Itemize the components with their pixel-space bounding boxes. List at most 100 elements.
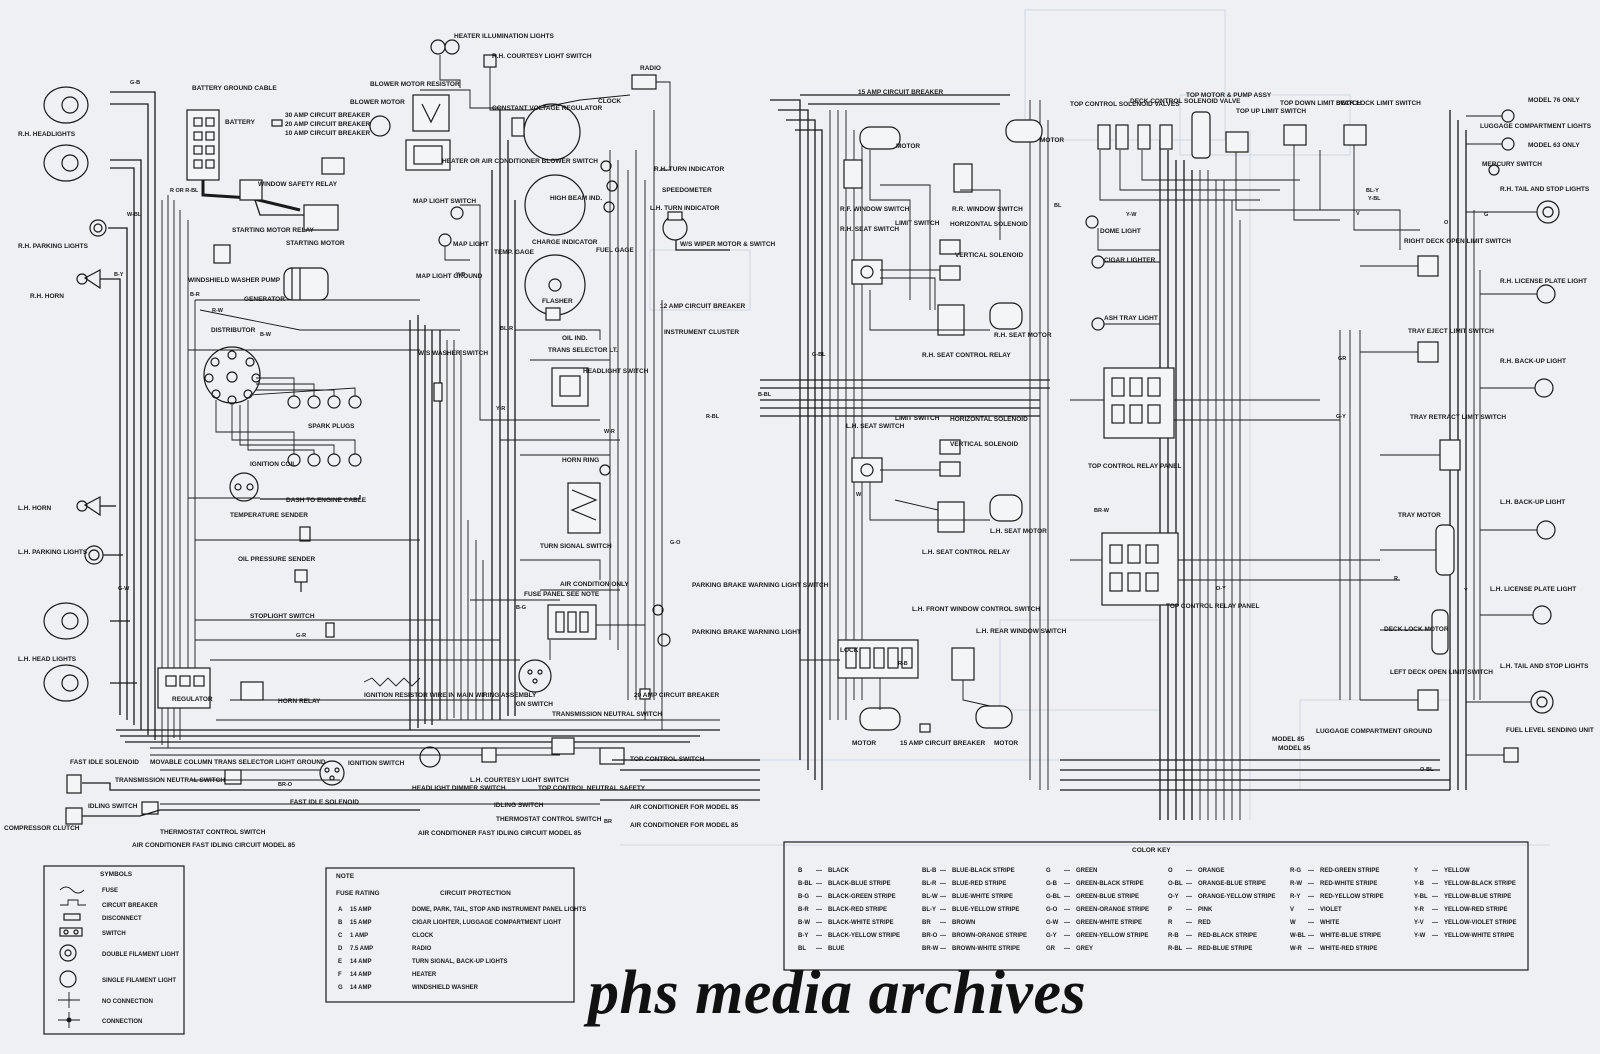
lh-horiz-solenoid-icon: [939, 439, 961, 455]
color-dash: —: [816, 946, 822, 952]
label-top-relay-panel2: TOP CONTROL RELAY PANEL: [1166, 603, 1259, 610]
label-cb30: 30 AMP CIRCUIT BREAKER: [285, 112, 371, 119]
window-safety-relay-icon: [321, 157, 345, 175]
model63-lamp-icon: [1501, 137, 1515, 151]
color-name: BLUE-RED STRIPE: [952, 881, 1006, 887]
label-trans-neutral-switch: TRANSMISSION NEUTRAL SWITCH: [115, 777, 225, 784]
color-name: WHITE: [1320, 920, 1339, 926]
wire-code: R-B: [898, 661, 908, 667]
symbols-title: SYMBOLS: [100, 871, 133, 878]
label-dome-light: DOME LIGHT: [1100, 228, 1141, 235]
color-code: O: [1168, 868, 1173, 874]
color-code: B-W: [798, 920, 810, 926]
fuse-circuit: CLOCK: [412, 933, 434, 939]
wire-code: B-BL: [758, 392, 772, 398]
color-dash: —: [1432, 907, 1438, 913]
label-headlight-switch: HEADLIGHT SWITCH: [583, 368, 649, 375]
color-dash: —: [1064, 920, 1070, 926]
lh-front-window-switch-icon: [837, 639, 919, 679]
label-map-light-ground: MAP LIGHT GROUND: [416, 273, 483, 280]
fuse-circuit: WINDSHIELD WASHER: [412, 985, 479, 991]
background-ghost-lines: [610, 9, 1550, 846]
model76-lamp-icon: [1501, 109, 1515, 123]
label-generator: GENERATOR: [244, 296, 285, 303]
color-code: W: [1290, 920, 1296, 926]
left-harness: [43, 86, 720, 825]
color-name: YELLOW: [1444, 868, 1470, 874]
label-motor1: MOTOR: [896, 143, 920, 150]
color-name: RED-BLUE STRIPE: [1198, 946, 1252, 952]
label-horiz-solenoid1: HORIZONTAL SOLENOID: [950, 221, 1028, 228]
rh-license-icon: [1536, 284, 1556, 304]
lh-license-icon: [1532, 605, 1552, 625]
label-heater-ac-blower: HEATER OR AIR CONDITIONER BLOWER SWITCH: [442, 158, 598, 165]
color-dash: —: [940, 881, 946, 887]
regulator-icon: [157, 667, 211, 709]
label-rf-window: R.F. WINDOW SWITCH: [840, 206, 910, 213]
color-name: BROWN-WHITE STRIPE: [952, 946, 1020, 952]
label-model63: MODEL 63 ONLY: [1528, 142, 1580, 149]
label-left-deck-open: LEFT DECK OPEN LIMIT SWITCH: [1390, 669, 1493, 676]
color-code: G: [1046, 868, 1051, 874]
deck-lock-limit-icon: [1343, 124, 1367, 146]
tray-retract-icon: [1439, 439, 1461, 471]
color-key-title: COLOR KEY: [1132, 847, 1171, 854]
color-code: Y-B: [1414, 881, 1425, 887]
color-dash: —: [1186, 881, 1192, 887]
fuse-rating: 14 AMP: [350, 959, 371, 965]
generator-icon: [283, 267, 329, 301]
wire-code: R OR R-BL: [170, 188, 199, 194]
oil-sender-icon: [294, 569, 308, 592]
color-code: Y-V: [1414, 920, 1424, 926]
color-code: G-B: [1046, 881, 1058, 887]
label-spark-plugs: SPARK PLUGS: [308, 423, 355, 430]
color-dash: —: [816, 868, 822, 874]
top-relay-panel1-icon: [1103, 367, 1175, 439]
color-name: YELLOW-BLUE STRIPE: [1444, 894, 1511, 900]
fuse-id: E: [338, 959, 342, 965]
color-name: BLUE: [828, 946, 844, 952]
color-name: RED-BLACK STRIPE: [1198, 933, 1257, 939]
label-lh-parking: L.H. PARKING LIGHTS: [18, 549, 88, 556]
cb20-icon: [639, 688, 651, 700]
label-lh-horn: L.H. HORN: [18, 505, 52, 512]
label-lh-front-window: L.H. FRONT WINDOW CONTROL SWITCH: [912, 606, 1040, 613]
color-code: O-Y: [1168, 894, 1179, 900]
color-code: BL-Y: [922, 907, 936, 913]
color-dash: —: [940, 868, 946, 874]
color-name: BLACK: [828, 868, 850, 874]
color-code: V: [1290, 907, 1294, 913]
rh-vert-solenoid-icon: [939, 265, 961, 281]
color-dash: —: [1186, 907, 1192, 913]
ash-tray-icon: [1091, 317, 1105, 331]
note-col2: CIRCUIT PROTECTION: [440, 890, 511, 897]
fuse-id: G: [338, 985, 343, 991]
rh-headlight-icon: [43, 86, 89, 182]
label-trans-neutral-c: TRANSMISSION NEUTRAL SWITCH: [552, 711, 662, 718]
color-dash: —: [1186, 920, 1192, 926]
wire-code: O: [1444, 220, 1449, 226]
color-code: R-W: [1290, 881, 1302, 887]
wire-code: Y-B: [456, 272, 465, 278]
label-tray-retract: TRAY RETRACT LIMIT SWITCH: [1410, 414, 1506, 421]
label-oil-sender: OIL PRESSURE SENDER: [238, 556, 315, 563]
label-horiz-solenoid2: HORIZONTAL SOLENOID: [950, 416, 1028, 423]
fuse-rating: 14 AMP: [350, 972, 371, 978]
color-code: BR: [922, 920, 931, 926]
top-relay-panel2-icon: [1101, 532, 1179, 606]
note-title: NOTE: [336, 873, 355, 880]
label-horn-relay: HORN RELAY: [278, 698, 321, 705]
cb-icon-30: [271, 119, 283, 127]
wire-code: B-G: [516, 605, 526, 611]
dome-light-icon: [1085, 215, 1099, 229]
heater-blower-switch-icon: [405, 139, 451, 171]
wire-code: O-Y: [1216, 586, 1226, 592]
color-name: YELLOW-BLACK STRIPE: [1444, 881, 1516, 887]
distributor-icon: [203, 346, 261, 405]
rh-seat-switch-icon: [851, 259, 883, 285]
label-rh-seat-switch: R.H. SEAT SWITCH: [840, 226, 899, 233]
wire-code: Y-BL: [1368, 196, 1381, 202]
ignition-switch-icon: [319, 760, 345, 786]
